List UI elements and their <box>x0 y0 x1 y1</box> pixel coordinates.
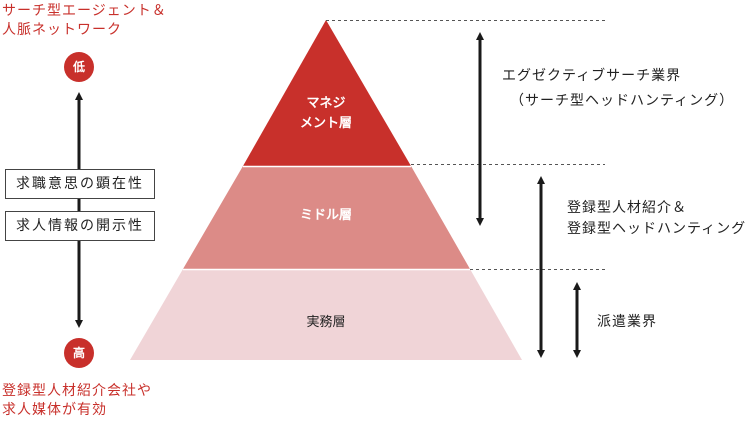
executive-search-label: エグゼクティブサーチ業界 （サーチ型ヘッドハンティング） <box>502 66 734 112</box>
label-line: 登録型人材紹介会社や <box>2 383 152 399</box>
high-badge: 高 <box>64 338 94 368</box>
label-line: 登録型ヘッドハンティング <box>567 221 747 237</box>
job-info-disclosure-box: 求人情報の開示性 <box>5 211 155 241</box>
pyramid-bottom-layer <box>130 269 522 360</box>
range-arrows <box>75 32 581 358</box>
practical-layer-label: 実務層 <box>306 315 346 330</box>
label-line: 人脈ネットワーク <box>2 22 122 38</box>
label-line: サーチ型エージェント＆ <box>2 3 167 19</box>
registered-recruitment-label: 登録型人材紹介＆ 登録型ヘッドハンティング <box>567 198 746 240</box>
pyramid-middle-layer <box>183 166 470 269</box>
middle-layer-label: ミドル層 <box>299 208 352 223</box>
label-line: メント層 <box>299 116 352 131</box>
label-line: マネジ <box>306 96 346 111</box>
bottom-left-label: 登録型人材紹介会社や 求人媒体が有効 <box>2 382 152 420</box>
management-layer-label: マネジ メント層 <box>286 94 366 134</box>
label-line: （サーチ型ヘッドハンティング） <box>510 93 735 109</box>
label-line: エグゼクティブサーチ業界 <box>502 68 682 84</box>
label-line: 求人媒体が有効 <box>2 402 107 418</box>
job-seeking-intent-box: 求職意思の顕在性 <box>5 169 155 199</box>
pyramid-top-layer <box>243 20 411 166</box>
top-left-label: サーチ型エージェント＆ 人脈ネットワーク <box>2 2 167 40</box>
dispatch-industry-label: 派遣業界 <box>597 314 657 330</box>
label-line: 登録型人材紹介＆ <box>567 200 687 216</box>
low-badge: 低 <box>64 52 94 82</box>
